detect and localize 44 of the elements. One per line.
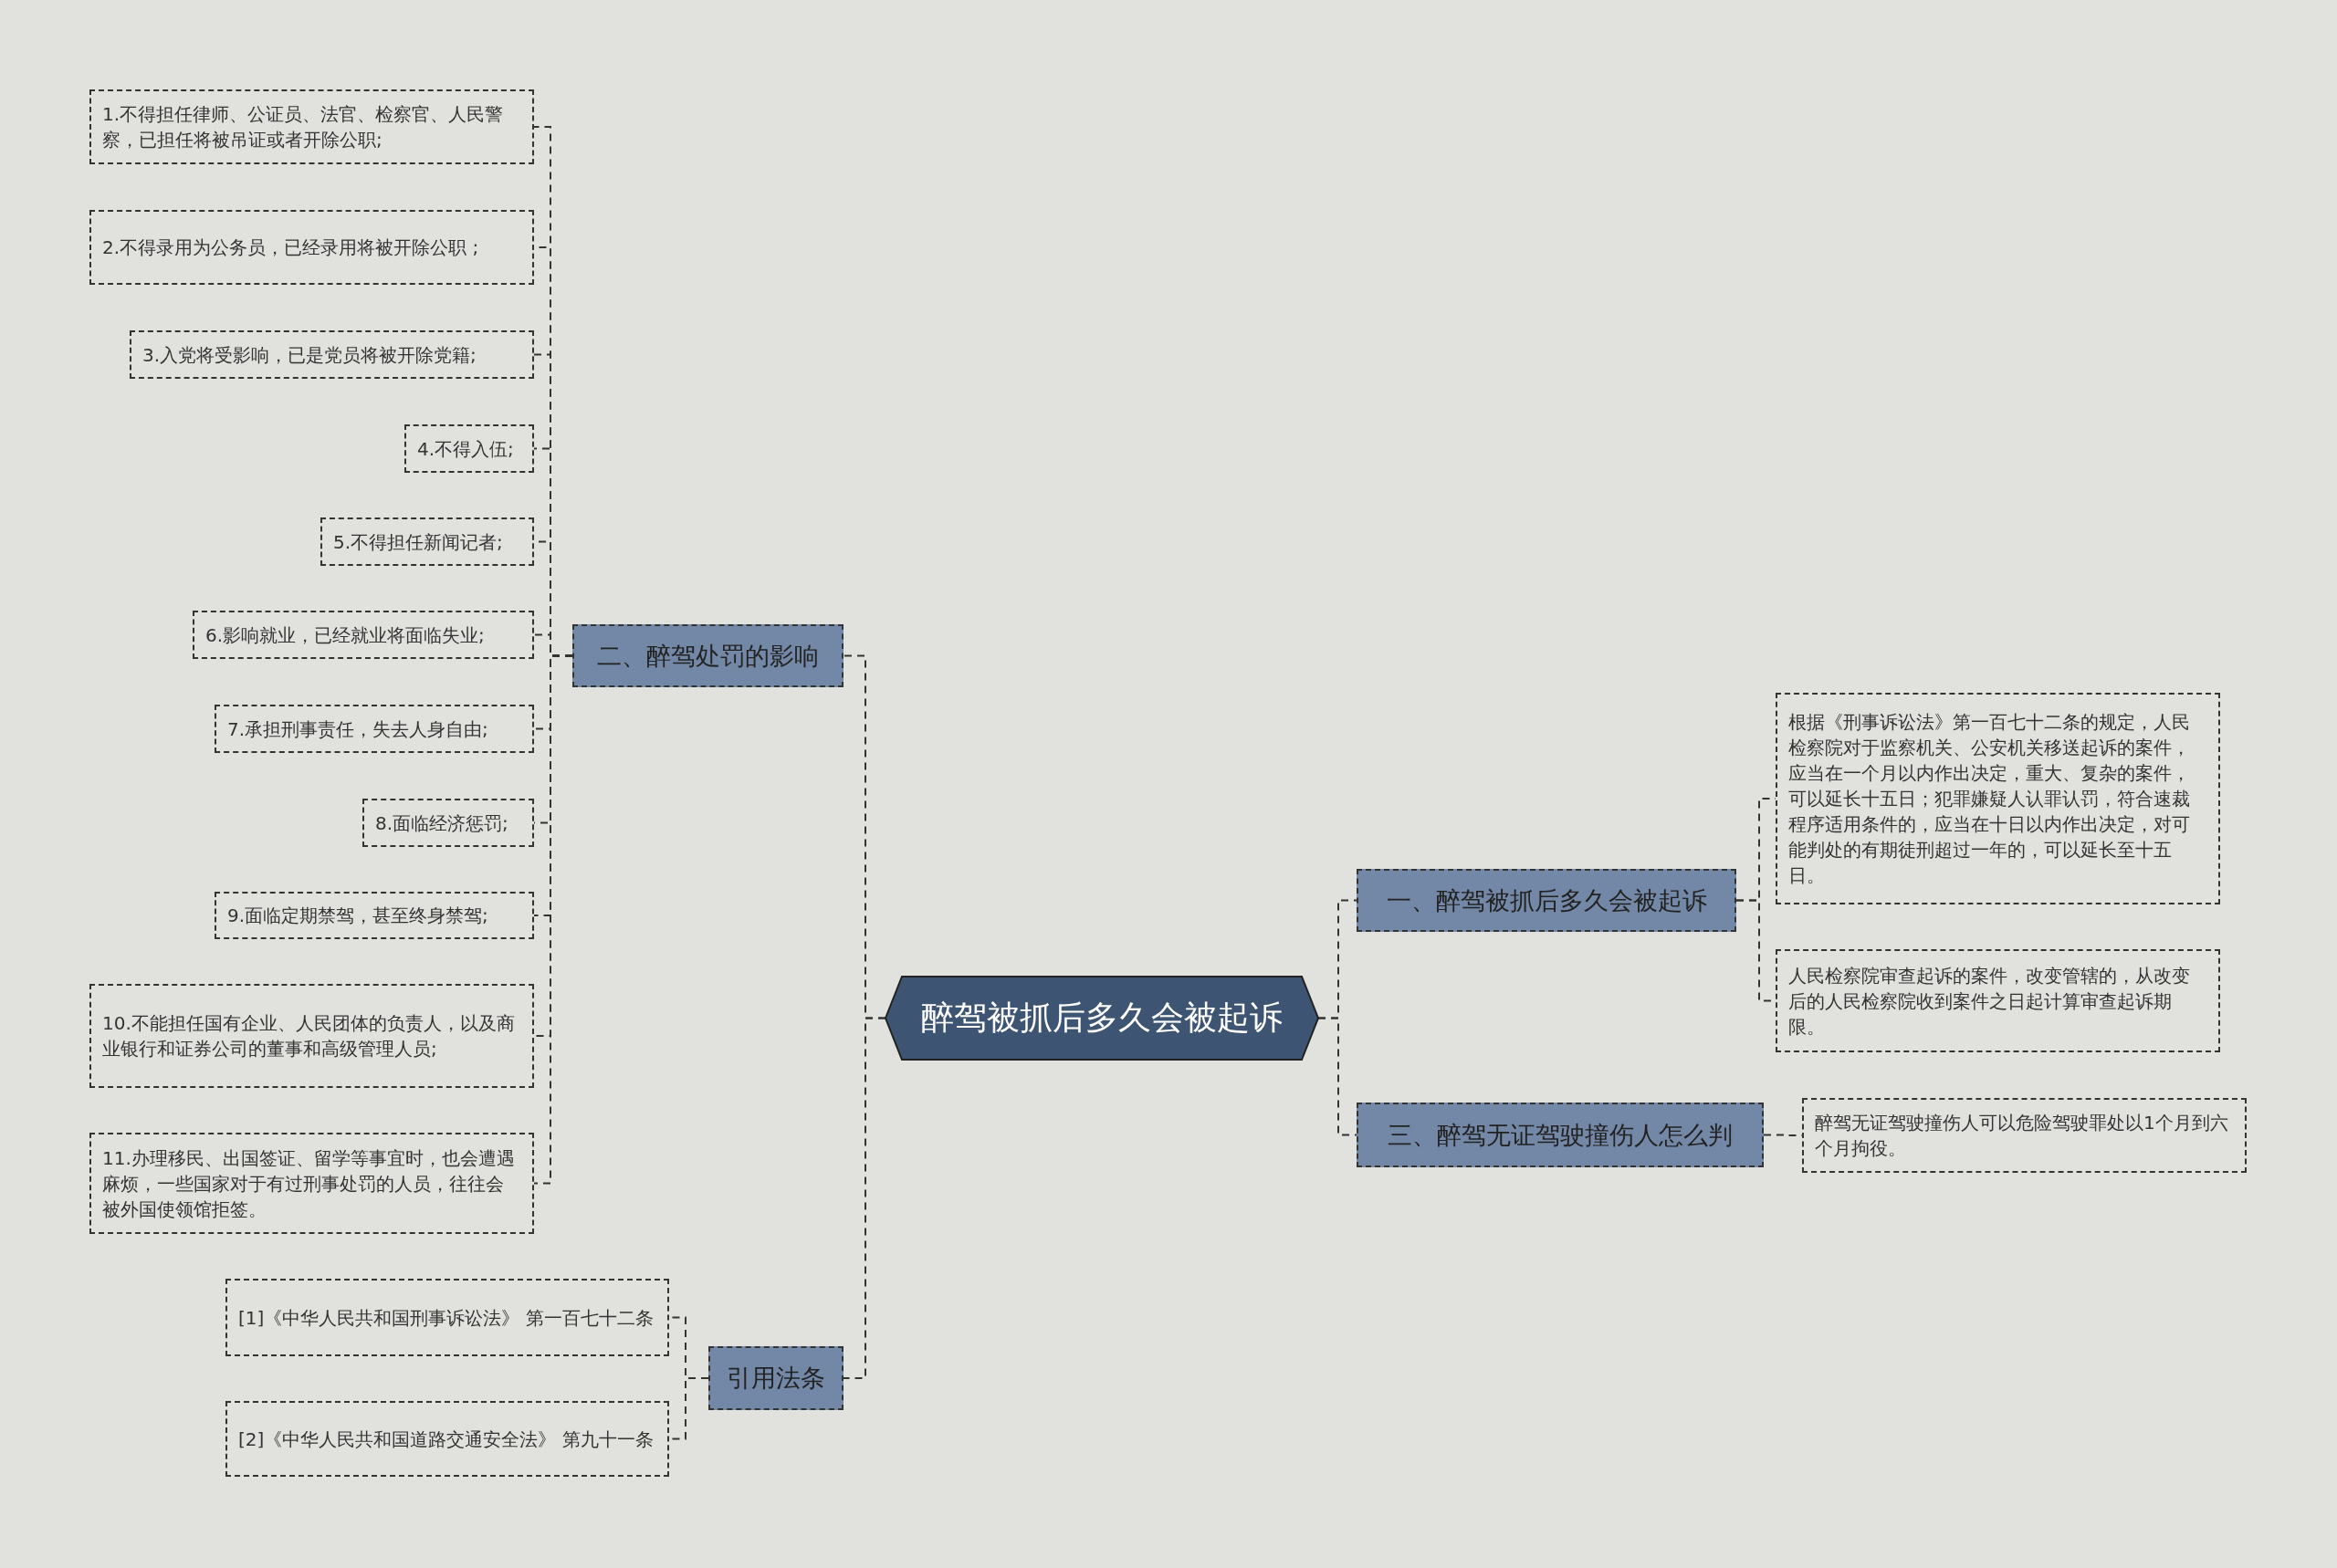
note-text: 醉驾无证驾驶撞伤人可以危险驾驶罪处以1个月到六个月拘役。: [1815, 1111, 2229, 1161]
note-text: 10.不能担任国有企业、人民团体的负责人，以及商业银行和证券公司的董事和高级管理人员;: [102, 1011, 516, 1061]
note-text: 9.面临定期禁驾，甚至终身禁驾;: [227, 904, 488, 928]
note-box: [130, 330, 534, 379]
note-box: [1776, 693, 2220, 904]
note-box: [89, 89, 534, 164]
branch-label: 三、醉驾无证驾驶撞伤人怎么判: [1388, 1119, 1733, 1151]
note-text: 2.不得录用为公务员，已经录用将被开除公职 ;: [102, 235, 479, 260]
note-box: [225, 1279, 669, 1356]
note-text: 1.不得担任律师、公证员、法官、检察官、人民警察，已担任将被吊证或者开除公职;: [102, 102, 505, 152]
central-topic-hexagon: [886, 977, 1318, 1060]
branch-label: 二、醉驾处罚的影响: [597, 640, 819, 672]
topic-box: [708, 1346, 844, 1410]
note-text: [1]《中华人民共和国刑事诉讼法》 第一百七十二条: [238, 1305, 654, 1331]
note-text: 4.不得入伍;: [417, 436, 514, 462]
note-text: 11.办理移民、出国签证、留学等事宜时，也会遭遇麻烦，一些国家对于有过刑事处罚的人员，往往会被外国使领馆拒签。: [102, 1145, 516, 1222]
note-box: [215, 705, 534, 753]
connector-line: [843, 1017, 886, 1379]
branch-label: 引用法条: [727, 1363, 825, 1394]
note-text: 人民检察院审查起诉的案件，改变管辖的，从改变后的人民检察院收到案件之日起计算审查起诉期限。: [1788, 963, 2191, 1040]
note-box: [215, 892, 534, 939]
topic-box: [572, 624, 844, 687]
note-text: 6.影响就业，已经就业将面临失业;: [205, 622, 485, 648]
note-text: 根据《刑事诉讼法》第一百七十二条的规定，人民检察院对于监察机关、公安机关移送起诉的案件，应当在一个月以内作出决定，重大、复杂的案件，可以延长十五日；犯罪嫌疑人认罪认罚，符合速裁程序适用条件的，应当在十日以内作出决定，对可能判处的有期徒刑超过一年的，可以延长至十五日。: [1788, 710, 2191, 888]
note-box: [362, 799, 534, 847]
note-text: [2]《中华人民共和国道路交通安全法》 第九十一条: [238, 1427, 654, 1452]
branch-label: 一、醉驾被抓后多久会被起诉: [1386, 884, 1707, 916]
note-text: 7.承担刑事责任，失去人身自由;: [227, 716, 488, 742]
note-box: [89, 210, 534, 285]
note-box: [89, 984, 534, 1088]
note-box: [1802, 1098, 2247, 1173]
note-box: [193, 611, 534, 659]
note-box: [404, 424, 534, 473]
note-box: [1776, 949, 2220, 1052]
note-text: 5.不得担任新闻记者;: [333, 529, 503, 555]
topic-title: 醉驾被抓后多久会被起诉: [921, 998, 1283, 1038]
note-text: 3.入党将受影响，已是党员将被开除党籍;: [142, 342, 477, 368]
topic-box: [1357, 869, 1736, 932]
note-box: [225, 1401, 669, 1477]
note-text: 8.面临经济惩罚;: [375, 810, 508, 836]
note-box: [89, 1133, 534, 1234]
connector-line: [1317, 1017, 1357, 1136]
note-box: [320, 517, 534, 566]
topic-box: [1357, 1103, 1764, 1167]
